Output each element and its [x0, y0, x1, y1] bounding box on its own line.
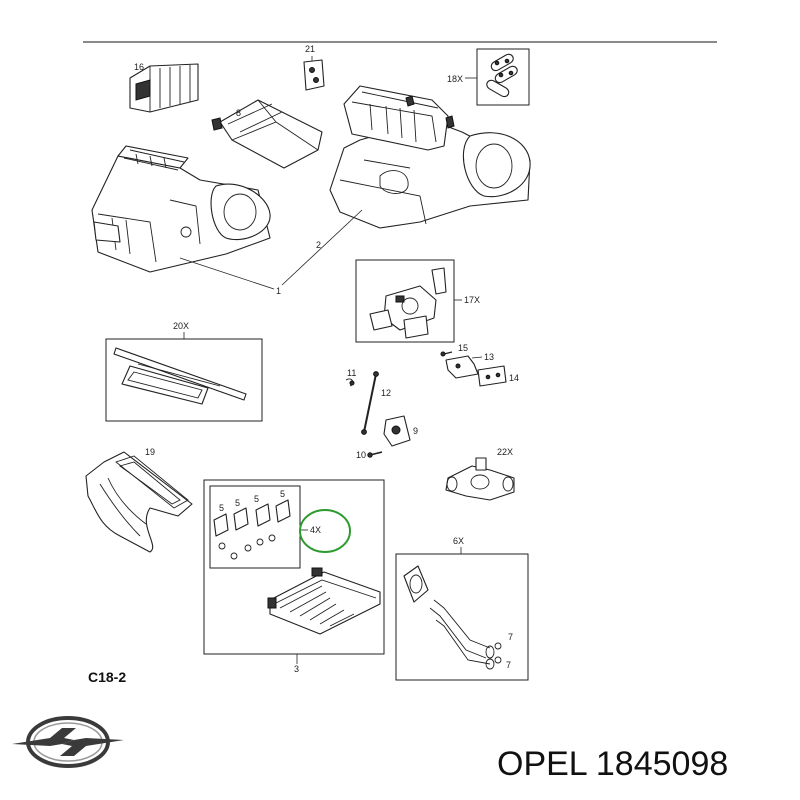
part-3-heater-core — [267, 567, 381, 635]
callout-22x: 22X — [497, 447, 513, 457]
part-12-cable — [361, 371, 379, 435]
part-16-vent — [129, 63, 199, 113]
part-14-plate — [477, 365, 507, 387]
opel-logo-icon — [12, 716, 124, 768]
part-5-clips — [213, 499, 291, 560]
callout-17x: 17X — [464, 295, 480, 305]
callout-16: 16 — [134, 62, 144, 72]
callout-3: 3 — [294, 664, 299, 674]
part-20x-seals — [113, 347, 247, 405]
part-2-heater-housing — [329, 85, 531, 229]
part-22x-valve — [445, 457, 515, 501]
callout-4x: 4X — [310, 525, 321, 535]
callout-20x: 20X — [173, 321, 189, 331]
part-8-tray — [211, 99, 323, 169]
section-code: C18-2 — [88, 669, 126, 685]
callout-5a: 5 — [219, 503, 224, 513]
callout-6x: 6X — [453, 536, 464, 546]
part-19-air-duct — [85, 451, 193, 553]
part-21-plate — [303, 59, 325, 91]
callout-21: 21 — [305, 44, 315, 54]
part-17x-actuator — [369, 267, 447, 339]
callout-12: 12 — [381, 388, 391, 398]
part-18x-clips — [486, 53, 518, 98]
callout-5b: 5 — [235, 498, 240, 508]
callout-10: 10 — [356, 450, 366, 460]
callout-15: 15 — [458, 343, 468, 353]
part-11-clip — [345, 378, 355, 387]
callout-5c: 5 — [254, 494, 259, 504]
callout-9: 9 — [413, 426, 418, 436]
part-1-heater-housing — [91, 145, 271, 273]
callout-8: 8 — [236, 108, 241, 118]
callout-19: 19 — [145, 447, 155, 457]
part-15-screw — [440, 351, 453, 357]
callout-13: 13 — [484, 352, 494, 362]
callout-11: 11 — [347, 368, 356, 378]
part-9-lever — [383, 415, 411, 447]
callout-1: 1 — [276, 286, 281, 296]
callout-18x: 18X — [447, 74, 463, 84]
callout-7b: 7 — [506, 660, 511, 670]
part-13-bracket — [445, 355, 479, 379]
part-6x-pipes — [403, 565, 502, 670]
part-number-label: OPEL 1845098 — [497, 745, 728, 783]
callout-5d: 5 — [280, 489, 285, 499]
callout-2: 2 — [316, 240, 321, 250]
callout-7a: 7 — [508, 632, 513, 642]
part-10-screw — [367, 451, 383, 458]
callout-14: 14 — [509, 373, 519, 383]
highlight-circle — [299, 509, 351, 553]
